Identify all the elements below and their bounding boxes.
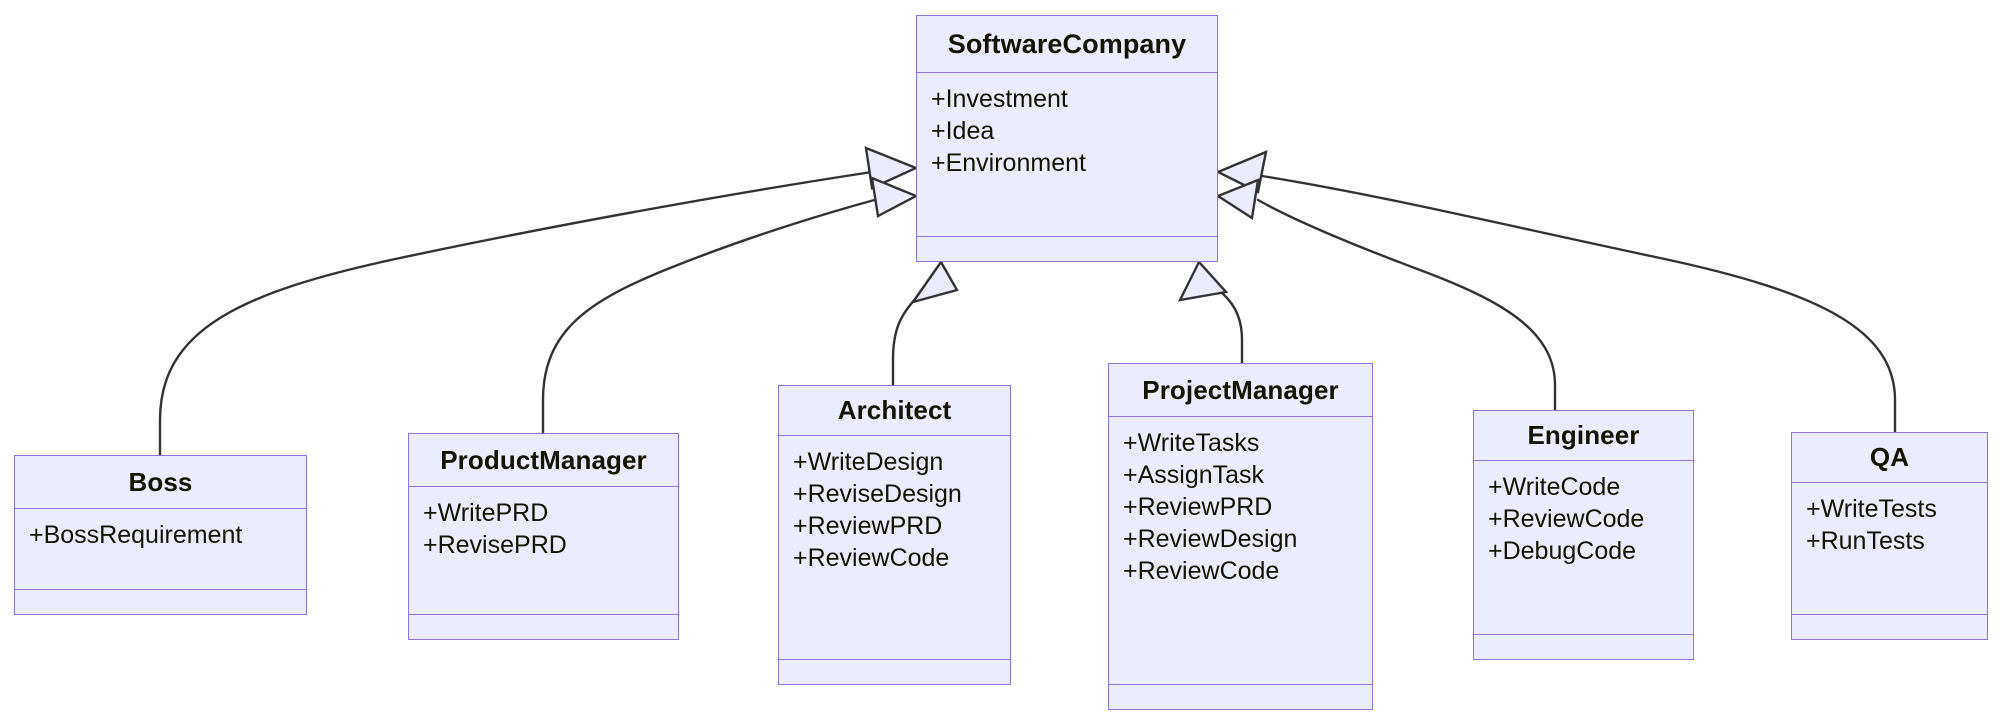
class-members-softwarecompany: +Investment +Idea +Environment bbox=[917, 73, 1217, 237]
class-members-architect: +WriteDesign +ReviseDesign +ReviewPRD +R… bbox=[779, 436, 1010, 660]
class-methods-projectmanager bbox=[1109, 685, 1372, 709]
class-node-softwarecompany[interactable]: SoftwareCompany +Investment +Idea +Envir… bbox=[916, 15, 1218, 262]
class-title-architect: Architect bbox=[779, 386, 1010, 436]
inheritance-arrowhead-projectmanager bbox=[1177, 259, 1229, 302]
class-title-boss: Boss bbox=[15, 456, 306, 509]
class-member: +AssignTask bbox=[1123, 461, 1265, 489]
inheritance-arrowhead-architect bbox=[910, 259, 959, 305]
class-member: +Environment bbox=[931, 149, 1086, 177]
edge-projectmanager-to-softwarecompany bbox=[1201, 278, 1244, 365]
class-title-text: Engineer bbox=[1527, 420, 1640, 450]
class-title-projectmanager: ProjectManager bbox=[1109, 364, 1372, 417]
class-title-text: ProjectManager bbox=[1142, 374, 1339, 405]
class-title-text: QA bbox=[1869, 442, 1910, 472]
class-methods-qa bbox=[1792, 615, 1987, 639]
class-node-architect[interactable]: Architect +WriteDesign +ReviseDesign +Re… bbox=[778, 385, 1011, 685]
class-member: +ReviewDesign bbox=[1123, 525, 1298, 553]
class-member: +Investment bbox=[931, 85, 1068, 113]
class-member: +ReviewCode bbox=[1123, 557, 1280, 585]
class-node-projectmanager[interactable]: ProjectManager +WriteTasks +AssignTask +… bbox=[1108, 363, 1373, 710]
class-title-softwarecompany: SoftwareCompany bbox=[917, 16, 1217, 73]
class-methods-boss bbox=[15, 590, 306, 614]
inheritance-arrowhead-qa bbox=[1215, 178, 1260, 221]
edge-boss-to-softwarecompany bbox=[158, 170, 874, 457]
class-node-engineer[interactable]: Engineer +WriteCode +ReviewCode +DebugCo… bbox=[1473, 410, 1694, 660]
class-member: +ReviseDesign bbox=[793, 480, 962, 508]
class-title-engineer: Engineer bbox=[1474, 411, 1693, 461]
class-methods-architect bbox=[779, 660, 1010, 684]
class-member: +ReviewCode bbox=[1488, 505, 1645, 533]
class-methods-productmanager bbox=[409, 615, 678, 639]
class-members-projectmanager: +WriteTasks +AssignTask +ReviewPRD +Revi… bbox=[1109, 417, 1372, 685]
class-title-productmanager: ProductManager bbox=[409, 434, 678, 487]
class-member: +RevisePRD bbox=[423, 531, 567, 559]
class-methods-softwarecompany bbox=[917, 237, 1217, 261]
class-member: +WriteTasks bbox=[1123, 429, 1260, 457]
class-title-text: Architect bbox=[837, 395, 952, 425]
inheritance-arrowhead-engineer bbox=[1215, 150, 1268, 194]
class-member: +ReviewPRD bbox=[1123, 493, 1273, 521]
class-methods-engineer bbox=[1474, 635, 1693, 659]
class-member: +RunTests bbox=[1806, 527, 1925, 555]
class-member: +BossRequirement bbox=[29, 521, 243, 549]
class-node-qa[interactable]: QA +WriteTests +RunTests bbox=[1791, 432, 1988, 640]
class-member: +WriteDesign bbox=[793, 448, 944, 476]
class-title-text: SoftwareCompany bbox=[947, 28, 1187, 59]
class-member: +WriteTests bbox=[1806, 495, 1937, 523]
class-member: +DebugCode bbox=[1488, 537, 1637, 565]
class-node-boss[interactable]: Boss +BossRequirement bbox=[14, 455, 307, 615]
class-node-productmanager[interactable]: ProductManager +WritePRD +RevisePRD bbox=[408, 433, 679, 640]
class-member: +Idea bbox=[931, 117, 995, 145]
inheritance-arrowhead-productmanager bbox=[870, 176, 919, 218]
class-title-text: ProductManager bbox=[440, 444, 647, 475]
class-members-qa: +WriteTests +RunTests bbox=[1792, 483, 1987, 615]
inheritance-arrowhead-boss bbox=[864, 146, 920, 190]
class-member: +ReviewCode bbox=[793, 544, 950, 572]
class-member: +ReviewPRD bbox=[793, 512, 943, 540]
class-members-engineer: +WriteCode +ReviewCode +DebugCode bbox=[1474, 461, 1693, 635]
class-title-text: Boss bbox=[128, 466, 193, 497]
class-title-qa: QA bbox=[1792, 433, 1987, 483]
edge-architect-to-softwarecompany bbox=[891, 279, 936, 387]
class-members-boss: +BossRequirement bbox=[15, 509, 306, 590]
class-member: +WriteCode bbox=[1488, 473, 1621, 501]
class-members-productmanager: +WritePRD +RevisePRD bbox=[409, 487, 678, 615]
class-member: +WritePRD bbox=[423, 499, 549, 527]
